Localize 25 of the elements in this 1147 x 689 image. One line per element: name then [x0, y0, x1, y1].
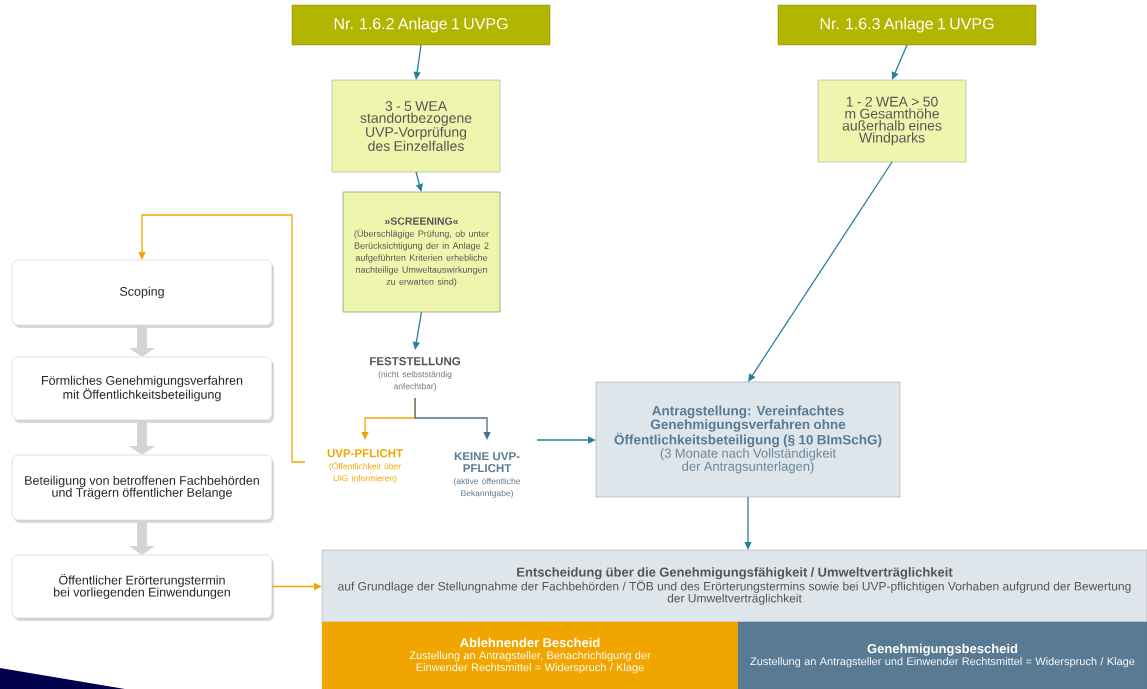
process-box: »SCREENING« (Überschlägige Prüfung, ob unter Berücksichtigung der in Anlage 2 aufgeführten Kriterien erhebliche nachteilige Umweltauswirkungen zu erwarten sind): [342, 191, 501, 313]
decision-box: Entscheidung über die Genehmigungsfähigkeit / Umweltverträglichkeit auf Grundlage der Stellungnahme der Fachbehörden / TÖB und des Erörterungstermins sowie bei UVP-pflichtigen Vorhaben aufgrund der Bewertung der Umweltverträglichkeit: [321, 549, 1147, 623]
process-box: Antragstellung: Vereinfachtes Genehmigungsverfahren ohne Öffentlichkeitsbeteiligung (§ 10 BImSchG) (3 Monate nach Vollständigkeit der Antragsunterlagen): [595, 381, 901, 498]
result-box: Genehmigungsbescheid Zustellung an Antragsteller und Einwender Rechtsmittel = Widerspruch / Klage: [737, 621, 1147, 689]
arrow: [415, 171, 423, 192]
category-box: Nr. 1.6.3 Anlage 1 UVPG: [777, 4, 1037, 46]
arrow: [138, 214, 306, 463]
step-box: Öffentlicher Erörterungstermin bei vorliegenden Einwendungen: [11, 554, 273, 619]
status-text: UVP-PFLICHT (Öffentlichkeit über UIG informieren): [327, 449, 403, 483]
arrow: [413, 44, 422, 80]
arrow: [744, 496, 752, 550]
process-box: 3 - 5 WEA standortbezogene UVP-Vorprüfung des Einzelfalles: [331, 79, 501, 173]
status-text: KEINE UVP-PFLICHT (aktive öffentliche Bekanntgabe): [454, 452, 521, 498]
arrow: [412, 311, 423, 350]
process-box: 1 - 2 WEA > 50 m Gesamthöhe außerhalb eines Windparks: [817, 79, 967, 163]
category-box: Nr. 1.6.2 Anlage 1 UVPG: [291, 4, 551, 46]
arrow: [748, 161, 893, 382]
status-text: FESTSTELLUNG (nicht selbstständig anfechtbar): [370, 357, 460, 391]
arrow: [414, 397, 491, 440]
arrow: [536, 436, 596, 444]
step-box: Scoping: [11, 259, 273, 326]
result-box: Ablehnender Bescheid Zustellung an Antragsteller, Benachrichtigung der Einwender Rechtsmittel = Widerspruch / Klage: [321, 621, 739, 689]
step-box: Beteiligung von betroffenen Fachbehörden und Trägern öffentlicher Belange: [11, 454, 273, 521]
step-box: Förmliches Genehmigungsverfahren mit Öffentlichkeitsbeteiligung: [11, 356, 273, 421]
arrow: [891, 44, 908, 80]
